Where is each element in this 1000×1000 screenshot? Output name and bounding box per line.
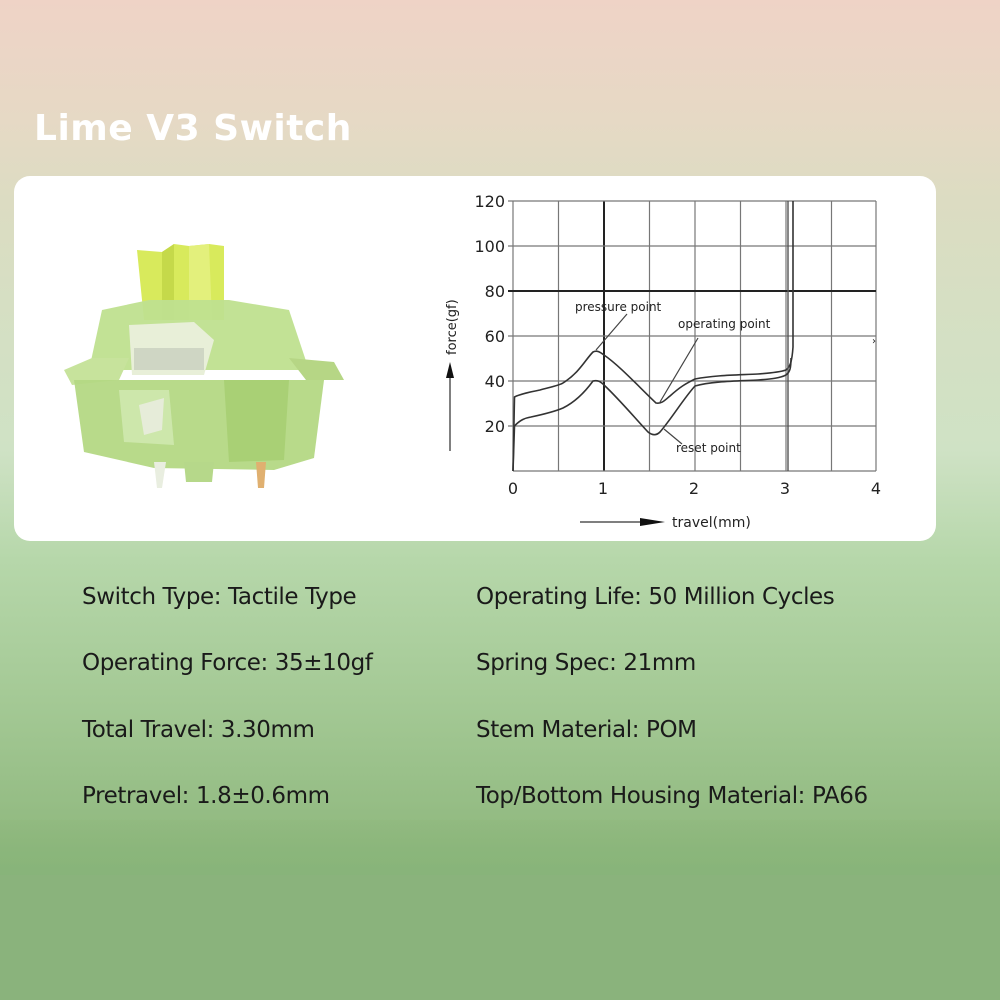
- spec-housing-material: Top/Bottom Housing Material: PA66: [476, 783, 868, 809]
- annotation-reset-point: reset point: [676, 441, 741, 455]
- spec-stem-material: Stem Material: POM: [476, 717, 697, 743]
- annotation-operating-point: operating point: [678, 317, 771, 331]
- return-curve: [512, 357, 792, 472]
- x-axis-label: travel(mm): [672, 515, 751, 531]
- x-tick-3: 3: [780, 479, 790, 498]
- force-curves: [512, 201, 794, 472]
- background-band: [0, 820, 1000, 875]
- y-tick-60: 60: [485, 327, 505, 346]
- y-tick-40: 40: [485, 372, 505, 391]
- force-travel-chart: 120 100 80 60 40 20 0 1 2 3 4 force(gf) …: [445, 192, 881, 531]
- spec-spring: Spring Spec: 21mm: [476, 650, 696, 676]
- y-tick-120: 120: [474, 192, 505, 211]
- spec-operating-force: Operating Force: 35±10gf: [82, 650, 373, 676]
- x-tick-4: 4: [871, 479, 881, 498]
- x-axis-title: travel(mm): [580, 515, 751, 531]
- spec-pretravel: Pretravel: 1.8±0.6mm: [82, 783, 330, 809]
- x-axis-ticks: 0 1 2 3 4: [508, 479, 881, 498]
- x-tick-0: 0: [508, 479, 518, 498]
- y-tick-80: 80: [485, 282, 505, 301]
- arrow-up-icon: [446, 362, 454, 378]
- press-curve: [512, 201, 794, 472]
- background-lower: [0, 875, 1000, 1000]
- y-axis-ticks: 120 100 80 60 40 20: [474, 192, 505, 436]
- annotation-pressure-point: pressure point: [575, 300, 662, 314]
- x-tick-2: 2: [689, 479, 699, 498]
- y-tick-100: 100: [474, 237, 505, 256]
- y-axis-title: force(gf): [445, 299, 460, 451]
- spec-switch-type: Switch Type: Tactile Type: [82, 584, 357, 610]
- page-title: Lime V3 Switch: [34, 108, 352, 149]
- arrow-right-icon: [640, 518, 665, 526]
- edge-mark: ›: [872, 336, 876, 347]
- x-tick-1: 1: [598, 479, 608, 498]
- y-tick-20: 20: [485, 417, 505, 436]
- y-axis-label: force(gf): [445, 299, 460, 355]
- annotation-leaders: [595, 313, 699, 445]
- spec-total-travel: Total Travel: 3.30mm: [82, 717, 315, 743]
- keyboard-switch-icon: [64, 244, 344, 488]
- spec-operating-life: Operating Life: 50 Million Cycles: [476, 584, 835, 610]
